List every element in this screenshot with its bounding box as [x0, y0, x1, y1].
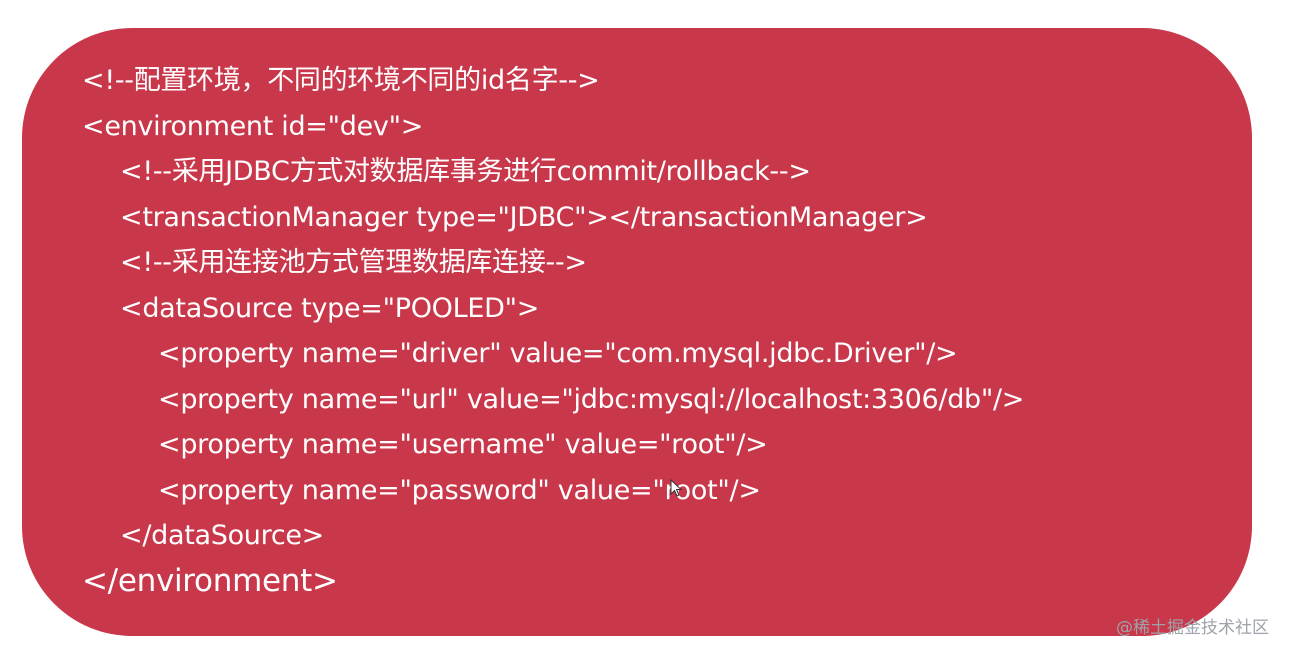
code-slide-card — [22, 28, 1252, 636]
mouse-pointer-icon — [670, 479, 682, 497]
code-line-transaction-manager: <transactionManager type="JDBC"></transa… — [120, 201, 928, 233]
code-line-datasource-open: <dataSource type="POOLED"> — [120, 292, 540, 324]
code-line-comment-env: <!--配置环境，不同的环境不同的id名字--> — [82, 65, 600, 96]
watermark: @稀土掘金技术社区 — [1116, 618, 1269, 638]
code-line-property-url: <property name="url" value="jdbc:mysql:/… — [158, 383, 1025, 415]
code-line-comment-pool: <!--采用连接池方式管理数据库连接--> — [120, 247, 587, 278]
code-line-property-username: <property name="username" value="root"/> — [158, 429, 768, 460]
code-line-property-driver: <property name="driver" value="com.mysql… — [158, 338, 958, 369]
code-line-environment-open: <environment id="dev"> — [82, 110, 424, 142]
code-line-comment-jdbc: <!--采用JDBC方式对数据库事务进行commit/rollback--> — [120, 156, 811, 187]
code-line-environment-close: </environment> — [82, 562, 338, 599]
code-line-datasource-close: </dataSource> — [120, 520, 324, 551]
code-line-property-password: <property name="password" value="root"/> — [158, 474, 761, 506]
xml-code-block: <!--配置环境，不同的环境不同的id名字--> <environment id… — [82, 58, 1232, 604]
